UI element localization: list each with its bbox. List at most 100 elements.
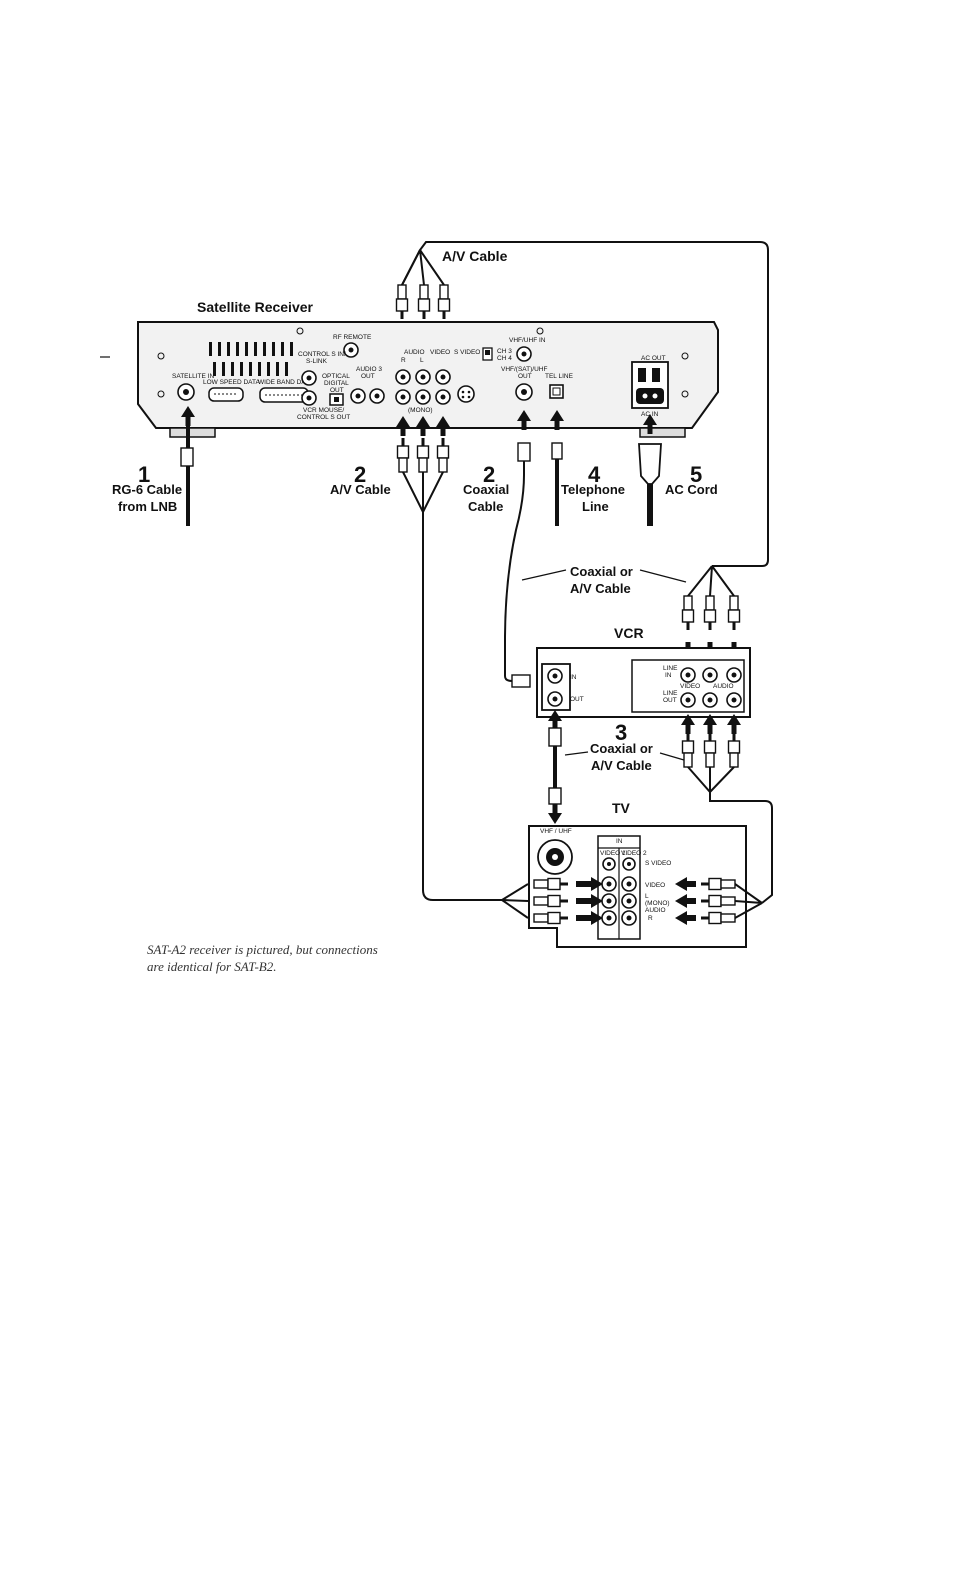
tv-audio-r1-jack[interactable] (601, 910, 617, 926)
step-1-line2: from LNB (118, 499, 177, 514)
tv-video2-label: VIDEO 2 (621, 850, 647, 857)
step-2b-number: 2 (483, 462, 495, 487)
tv-svideo1-jack[interactable] (602, 857, 616, 871)
step-2b-line2: Cable (468, 499, 503, 514)
wide-band-data-label: WIDE BAND DATA (258, 379, 314, 386)
optical-out-port[interactable] (329, 393, 344, 406)
audio3-label: AUDIO 3 (356, 366, 382, 373)
control-s-out-label: CONTROL S OUT (297, 414, 350, 421)
step-2b-line1: Coaxial (463, 482, 509, 497)
control-s-in-jack[interactable] (301, 370, 317, 386)
audio-out-r-jack[interactable] (395, 369, 411, 385)
video-label: VIDEO (430, 349, 450, 356)
step-5-line1: AC Cord (665, 482, 718, 497)
av-cable-receiver-out (396, 416, 502, 901)
vhf-uhf-in-jack[interactable] (516, 346, 532, 362)
vcr-line-out-video-jack[interactable] (680, 692, 696, 708)
vcr-line-out-audio-l-jack[interactable] (702, 692, 718, 708)
video-in-jack[interactable] (435, 389, 451, 405)
ac-out-outlet[interactable] (631, 361, 669, 409)
av-cable-vcr-out (681, 714, 773, 904)
coax-av-tv-label-b: A/V Cable (591, 758, 652, 773)
satellite-in-jack[interactable] (177, 383, 195, 401)
tv-audio-label: AUDIO (645, 907, 666, 914)
audio-l-label: L (420, 357, 424, 364)
vcr-mouse-jack[interactable] (301, 390, 317, 406)
vcr-line-out-audio-r-jack[interactable] (726, 692, 742, 708)
audio-in-r-jack[interactable] (395, 389, 411, 405)
video-out-jack[interactable] (435, 369, 451, 385)
tv-label: TV (612, 800, 631, 816)
audio3-out-r-jack[interactable] (350, 388, 366, 404)
tv-l-label: L (645, 893, 649, 900)
audio-in-l-jack[interactable] (415, 389, 431, 405)
vcr-line-in-audio-l-jack[interactable] (702, 667, 718, 683)
low-speed-data-port[interactable] (208, 387, 244, 402)
step-3-number: 3 (615, 720, 627, 745)
telephone-line (550, 410, 564, 526)
satellite-in-label: SATELLITE IN (172, 373, 214, 380)
rf-remote-label: RF REMOTE (333, 334, 372, 341)
s-video-label: S VIDEO (454, 349, 480, 356)
vcr-line-in-video-jack[interactable] (680, 667, 696, 683)
vents (209, 342, 293, 376)
tv-audio-r2-jack[interactable] (621, 910, 637, 926)
rf-remote-jack[interactable] (343, 342, 359, 358)
vhf-sat-uhf-out-label: VHF/(SAT)/UHF (501, 366, 547, 373)
tv-audio-l1-jack[interactable] (601, 893, 617, 909)
audio-out-l-jack[interactable] (415, 369, 431, 385)
tv-inputs-from-vcr (675, 877, 763, 925)
vcr-audio-label: AUDIO (713, 683, 734, 690)
satellite-receiver-label: Satellite Receiver (197, 299, 314, 315)
caption-line1: SAT-A2 receiver is pictured, but connect… (147, 942, 378, 957)
step-2a-number: 2 (354, 462, 366, 487)
av-cable-top-label: A/V Cable (442, 248, 508, 264)
channel-switch[interactable] (482, 347, 493, 361)
tv-in-label: IN (616, 838, 623, 845)
vcr-mouse-label: VCR MOUSE/ (303, 407, 344, 414)
audio3-out-label: OUT (361, 373, 375, 380)
tv-video-label: VIDEO (645, 882, 665, 889)
tv-mono-label: (MONO) (645, 900, 670, 907)
tv-video1-jack[interactable] (601, 876, 617, 892)
caption-line2: are identical for SAT-B2. (147, 959, 277, 974)
tv-r-label: R (648, 915, 653, 922)
vhf-sat-uhf-out-label-2: OUT (518, 373, 532, 380)
vcr-line-out-label: LINE (663, 690, 678, 697)
av-cable-to-vcr (681, 565, 741, 662)
low-speed-data-label: LOW SPEED DATA (203, 379, 260, 386)
vcr: IN OUT LINE IN VIDEO AUDIO LINE OUT (536, 647, 751, 718)
step-4-number: 4 (588, 462, 601, 487)
vcr-rf-in-jack[interactable] (547, 668, 563, 684)
step-4-line2: Line (582, 499, 609, 514)
optical-out-label: OUT (330, 387, 344, 394)
satellite-receiver: SATELLITE IN LOW SPEED DATA WIDE BAND DA… (137, 321, 719, 438)
audio-r-label: R (401, 357, 406, 364)
step-5-number: 5 (690, 462, 702, 487)
tv-vhf-uhf-label: VHF / UHF (540, 828, 572, 835)
vhf-sat-uhf-out-jack[interactable] (515, 383, 533, 401)
step-2a-line1: A/V Cable (330, 482, 391, 497)
audio3-out-l-jack[interactable] (369, 388, 385, 404)
ac-out-label: AC OUT (641, 355, 666, 362)
tv-antenna-jack[interactable] (537, 839, 573, 875)
tv-video2-jack[interactable] (621, 876, 637, 892)
tv-svideo2-jack[interactable] (622, 857, 636, 871)
coax-av-tv-label-a: Coaxial or (590, 741, 653, 756)
s-video-jack[interactable] (457, 385, 475, 403)
step-1-number: 1 (138, 462, 150, 487)
vcr-out-label: OUT (570, 696, 584, 703)
vcr-line-in-audio-r-jack[interactable] (726, 667, 742, 683)
tv-audio-l2-jack[interactable] (621, 893, 637, 909)
step-4-line1: Telephone (561, 482, 625, 497)
audio-label: AUDIO (404, 349, 425, 356)
tel-line-jack[interactable] (549, 384, 564, 399)
vcr-rf-out-jack[interactable] (547, 691, 563, 707)
top-av-cable: A/V Cable (395, 241, 769, 567)
coax-av-vcr-label-b: A/V Cable (570, 581, 631, 596)
tv-s-video-label: S VIDEO (645, 860, 671, 867)
vhf-uhf-in-label: VHF/UHF IN (509, 337, 546, 344)
digital-label: DIGITAL (324, 380, 349, 387)
wide-band-data-port[interactable] (259, 387, 309, 403)
